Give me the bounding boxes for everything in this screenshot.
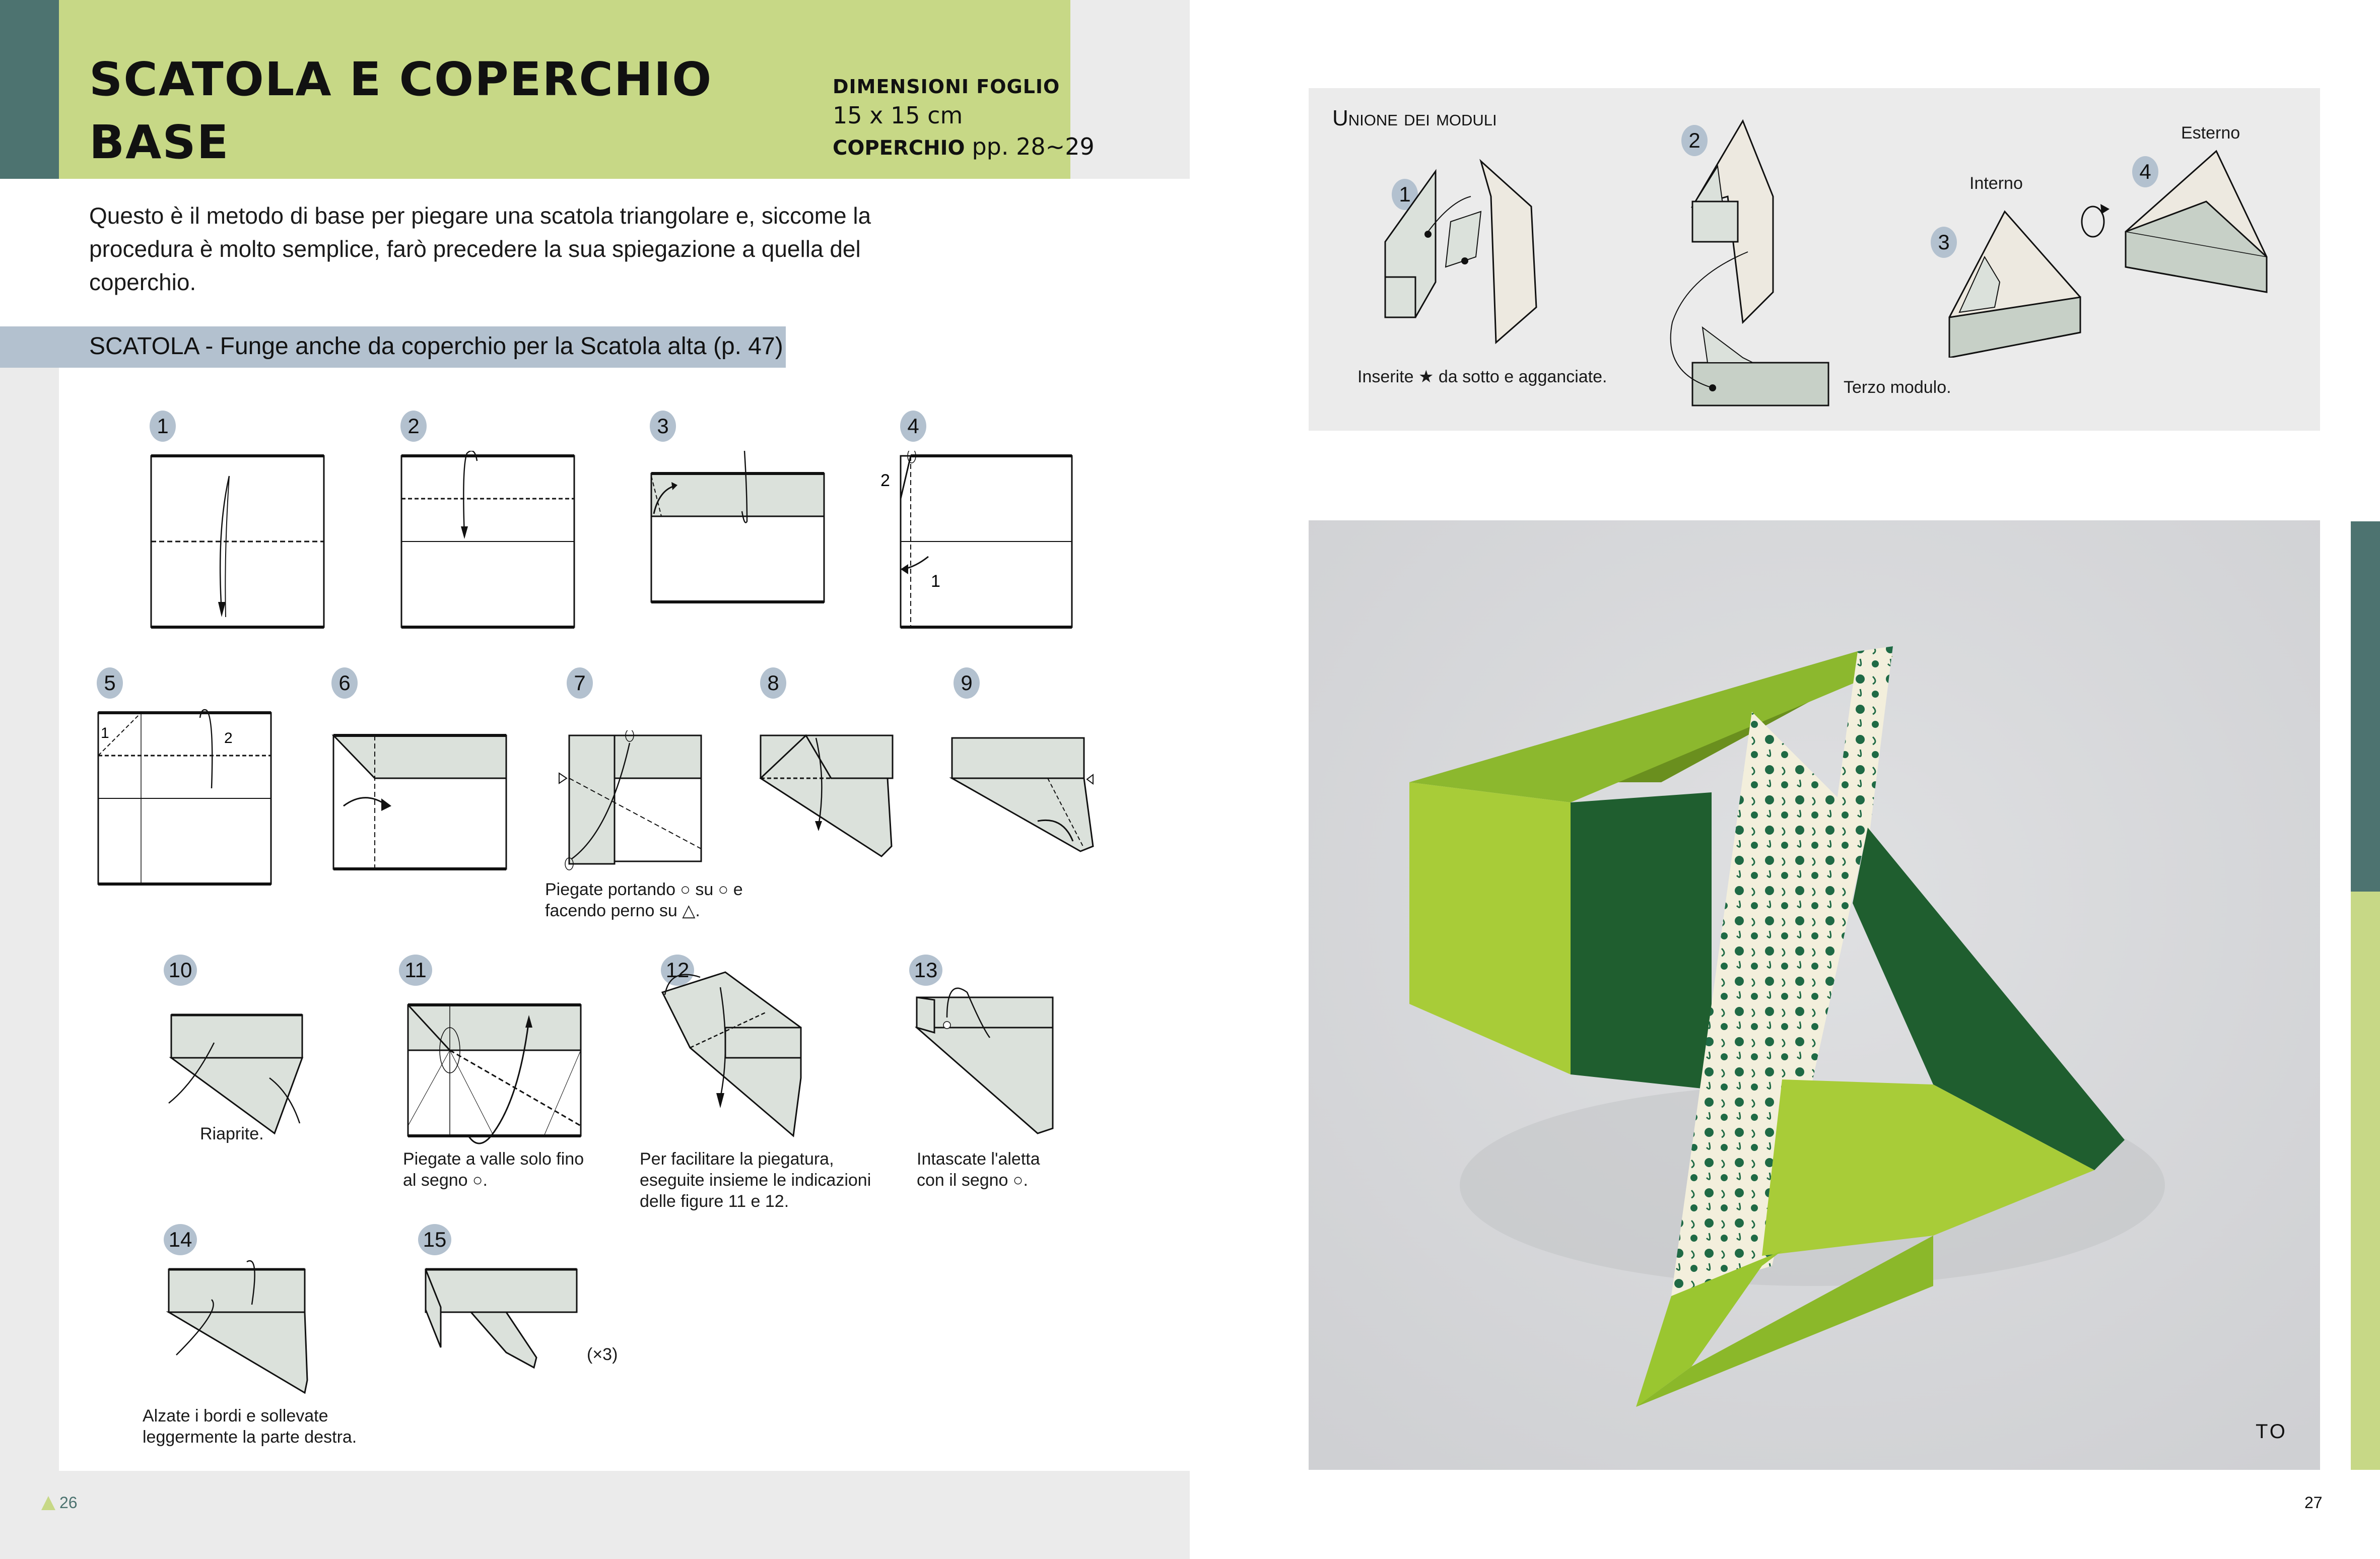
caption-step-10: Riaprite.: [200, 1124, 264, 1143]
step-badge-5: 5: [97, 667, 123, 699]
repeat-count: (×3): [587, 1345, 618, 1364]
dimensions-label: DIMENSIONI FOGLIO: [833, 76, 1060, 98]
page-marker-triangle-icon: [41, 1496, 55, 1510]
step-badge-3: 3: [650, 411, 676, 442]
step-badge-2: 2: [400, 411, 427, 442]
diagram-step-15: [425, 1268, 578, 1369]
assembly-badge-3: 3: [1931, 227, 1957, 258]
side-tab-teal: [2351, 521, 2380, 892]
page-number-right: 27: [2304, 1494, 2323, 1512]
diagram-step-4: 2 1: [880, 451, 1073, 629]
step-badge-6: 6: [331, 667, 358, 699]
diagram-step-11: [407, 1003, 582, 1144]
step-badge-8: 8: [760, 667, 786, 699]
caption-step-14: Alzate i bordi e sollevate leggermente l…: [143, 1406, 357, 1447]
dimensions-value: 15 x 15 cm: [833, 102, 963, 129]
section-label: SCATOLA - Funge anche da coperchio per l…: [89, 333, 783, 360]
origami-box-photo: [1309, 520, 2320, 1470]
diagram-step-9: [949, 737, 1094, 852]
diagram-step-2: [400, 451, 575, 629]
sheet-dimensions: DIMENSIONI FOGLIO 15 x 15 cm COPERCHIO p…: [833, 76, 1095, 160]
step-badge-10: 10: [164, 955, 197, 986]
assembly-caption-2: Terzo modulo.: [1844, 378, 1951, 397]
step-badge-15: 15: [418, 1224, 451, 1255]
title-line-2: BASE: [89, 115, 230, 169]
assembly-diagram-4: [2125, 150, 2268, 293]
step-badge-12: 12: [661, 955, 694, 986]
step-badge-14: 14: [164, 1224, 197, 1255]
diagram-step-3: [650, 451, 825, 603]
step-badge-13: 13: [909, 955, 942, 986]
diagram-step-12: [661, 971, 802, 1137]
page-title: SCATOLA E COPERCHIO BASE: [89, 48, 712, 174]
lid-label: COPERCHIO: [833, 137, 965, 160]
assembly-badge-2: 2: [1681, 125, 1708, 156]
intro-paragraph: Questo è il metodo di base per piegare u…: [89, 202, 871, 295]
assembly-title: Unione dei moduli: [1332, 106, 1497, 130]
assembly-diagram-2: [1670, 119, 1829, 406]
diagram-step-13: [915, 987, 1054, 1134]
svg-text:1: 1: [101, 725, 109, 741]
step-badge-11: 11: [399, 955, 432, 986]
fold-label-2: 2: [880, 471, 890, 490]
assembly-label-interno: Interno: [1969, 174, 2023, 193]
fold-label-1: 1: [931, 572, 940, 591]
diagram-step-14: [166, 1260, 308, 1394]
diagram-step-8: [759, 734, 894, 857]
diagram-step-10: [168, 1013, 304, 1135]
assembly-badge-4: 4: [2132, 156, 2158, 187]
title-header: [59, 0, 1070, 179]
diagram-step-5: 1 2: [97, 709, 272, 886]
caption-step-12: Per facilitare la piegatura, eseguite in…: [640, 1149, 871, 1211]
assembly-caption-1: Inserite ★ da sotto e agganciate.: [1357, 367, 1607, 386]
title-line-1: SCATOLA E COPERCHIO: [89, 52, 713, 106]
caption-step-13: Intascate l'aletta con il segno ○.: [917, 1149, 1040, 1190]
teal-accent-bar: [0, 0, 59, 179]
assembly-label-esterno: Esterno: [2181, 123, 2240, 143]
step-badge-4: 4: [900, 411, 926, 442]
diagram-step-1: [150, 454, 325, 629]
triangular-box-illustration: [1309, 520, 2320, 1470]
section-header-bar: [0, 326, 786, 368]
caption-step-7: Piegate portando ○ su ○ e facendo perno …: [545, 880, 743, 920]
lid-pages: pp. 28~29: [972, 133, 1095, 160]
diagram-step-6: [331, 734, 507, 870]
side-tab-green: [2351, 892, 2380, 1470]
assembly-diagram-3: [1948, 210, 2081, 358]
photo-credit: TO: [2256, 1420, 2287, 1443]
svg-text:2: 2: [224, 730, 233, 747]
diagram-step-7: [559, 730, 702, 870]
caption-step-11: Piegate a valle solo fino al segno ○.: [403, 1149, 584, 1190]
step-badge-9: 9: [954, 667, 980, 699]
step-badge-7: 7: [567, 667, 593, 699]
assembly-diagram-1: [1384, 159, 1537, 345]
page-number-left: 26: [59, 1494, 78, 1512]
flip-over-icon: [2081, 204, 2110, 238]
step-badge-1: 1: [150, 411, 176, 442]
lid-reference: COPERCHIO pp. 28~29: [833, 133, 1095, 160]
